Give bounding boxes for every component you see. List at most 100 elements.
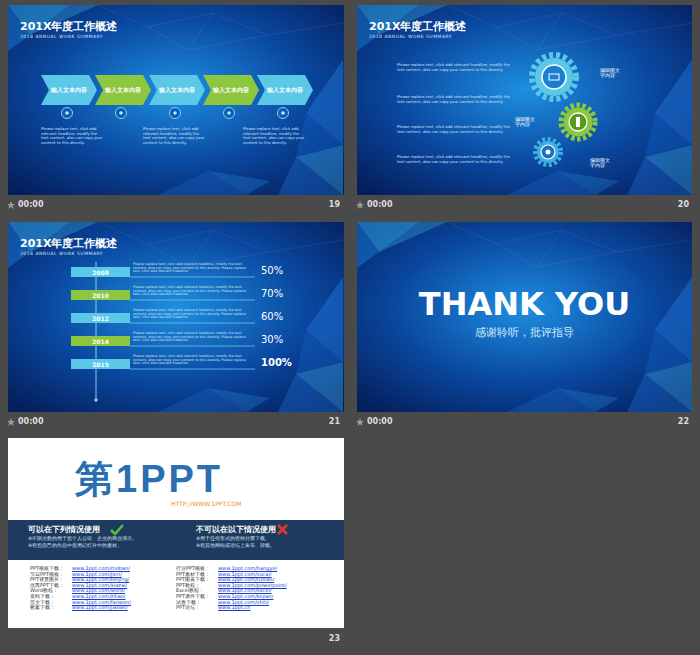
chevron-fill [257,75,313,105]
link-url: www.1ppt.com/shiti/ [218,599,318,605]
slide-thumbnail: 201X年度工作概述2018 ANNUAL WORK SUMMARY 输入文本内容… [8,5,344,195]
body-text: Please replace text, click add relevant … [397,95,517,104]
node-heading: 第1PPT [75,458,223,500]
percent-value: 50% [261,265,301,277]
year-box: 2012 [71,313,130,323]
node-heading: 输入文本内容 [159,87,195,94]
percent-value: 100% [261,357,301,369]
link-url: www.1ppt.com/powerpoint/ [218,582,318,588]
link-url: www.1ppt.com/moban/ [72,565,162,571]
slide-number: 21 [300,417,340,427]
time-stamp: 00:00 [18,417,58,427]
node-text: 2018 ANNUAL WORK SUMMARY [369,34,680,40]
body-text: Please replace text, click add relevant … [397,63,517,72]
body-text: Please replace text, click add relevant … [397,125,517,134]
link-url: www.1ppt.com/sucai/ [218,571,318,577]
year-box: 2008 [71,267,130,277]
link-caption: 节日PPT模板： [30,571,72,577]
link-caption: PPT模板下载： [30,565,72,571]
chevron-step: 输入文本内容 [203,75,259,105]
percent-value: 70% [261,288,301,300]
body-text: Please replace text, click add relevant … [133,286,249,297]
node-text: ※不限次数的用于您个人公司、企业的商业演示。 [28,535,168,542]
link-caption: PPT课件下载： [176,593,218,599]
link-url: www.1ppt.com/xiazai/ [72,582,162,588]
link-url: www.1ppt.com/jieri/ [72,571,162,577]
link-caption: PPT背景图片： [30,576,72,582]
slide-number: 23 [300,634,340,644]
node-heading: 输入文本内容 [105,87,141,94]
year-box: 2010 [71,290,130,300]
node-text: ※在您自己的作品中使用幻灯片中的素材。 [28,542,168,549]
node-heading: 201X年度工作概述 [20,237,117,250]
link-url: www.1ppt.com/ziliao/ [72,593,162,599]
link-caption: PPT素材下载： [176,571,218,577]
link-caption: 教案下载： [30,604,72,610]
link-caption: 行业PPT模板： [176,565,218,571]
node-heading: 输入文本内容 [267,87,303,94]
node-heading: 2015 [92,361,109,368]
link-url: www.1ppt.com/fanwen/ [72,599,162,605]
slide-number: 20 [649,200,689,210]
node-text: HTTP://WWW.1PPT.COM [171,500,344,508]
node-heading: 输入文本内容 [51,87,87,94]
node-heading: 输入文本内容 [213,87,249,94]
slide-number: 22 [649,417,689,427]
node-text: ※用于任何形式的在线付费下载。 [196,535,336,542]
link-caption: PPT论坛： [176,604,218,610]
link-caption: 范文下载： [30,599,72,605]
node-text: 感谢聆听，批评指导 [357,326,692,340]
usage-panel: 可以在下列情况使用※不限次数的用于您个人公司、企业的商业演示。※在您自己的作品中… [8,520,176,560]
body-text: Please replace text, click add relevant … [133,332,249,343]
usage-panel: 不可以在以下情况使用※用于任何形式的在线付费下载。※在其他网站或论坛上发布、转载… [176,520,344,560]
node-heading: 2014 [92,338,109,345]
node-heading: THANK YOU [357,286,692,322]
link-caption: 优秀PPT下载： [30,582,72,588]
year-box: 2014 [71,336,130,346]
link-url: www.1ppt.com/kejian/ [218,593,318,599]
gear-caption: 编辑图文字内容 [600,68,624,79]
chevron-fill [95,75,151,105]
body-text: Please replace text, click add relevant … [243,127,305,145]
link-url: www.1ppt.com/word/ [72,587,162,593]
time-stamp: 00:00 [367,200,407,210]
chevron-step: 输入文本内容 [41,75,97,105]
node-heading: 2008 [92,269,109,276]
body-text: Please replace text, click add relevant … [133,309,249,320]
node-heading: 201X年度工作概述 [20,20,117,33]
time-stamp: 00:00 [18,200,58,210]
body-text: Please replace text, click add relevant … [143,127,205,145]
body-text: Please replace text, click add relevant … [133,263,249,274]
body-text: Please replace text, click add relevant … [41,127,103,145]
node-heading: 2012 [92,315,109,322]
body-text: Please replace text, click add relevant … [397,155,517,164]
chevron-fill [203,75,259,105]
chevron-step: 输入文本内容 [257,75,313,105]
node-text: 2018 ANNUAL WORK SUMMARY [20,34,332,40]
node-heading: 可以在下列情况使用 [28,524,168,535]
link-url: www.1ppt.cn [218,604,318,610]
link-url: www.1ppt.com/tubiao/ [218,576,318,582]
link-caption: 试卷下载： [176,599,218,605]
link-caption: Excel教程： [176,587,218,593]
gear-caption: 编辑图文字内容 [515,117,539,128]
slide-thumbnail: THANK YOU 感谢聆听，批评指导 [357,222,692,412]
time-stamp: 00:00 [367,417,407,427]
chevron-fill [149,75,205,105]
node-text: ※在其他网站或论坛上发布、转载。 [196,542,336,549]
chevron-step: 输入文本内容 [149,75,205,105]
slide-number: 19 [300,200,340,210]
node-text: 2018 ANNUAL WORK SUMMARY [20,251,332,257]
percent-value: 60% [261,311,301,323]
node-heading: 201X年度工作概述 [369,20,466,33]
link-caption: 资料下载： [30,593,72,599]
body-text: Please replace text, click add relevant … [133,355,249,366]
chevron-fill [41,75,97,105]
chevron-step: 输入文本内容 [95,75,151,105]
link-url: www.1ppt.com/hangye/ [218,565,318,571]
node-heading: 不可以在以下情况使用 [196,524,336,535]
link-url: www.1ppt.com/excel/ [218,587,318,593]
link-caption: PPT图表下载： [176,576,218,582]
year-box: 2015 [71,359,130,369]
